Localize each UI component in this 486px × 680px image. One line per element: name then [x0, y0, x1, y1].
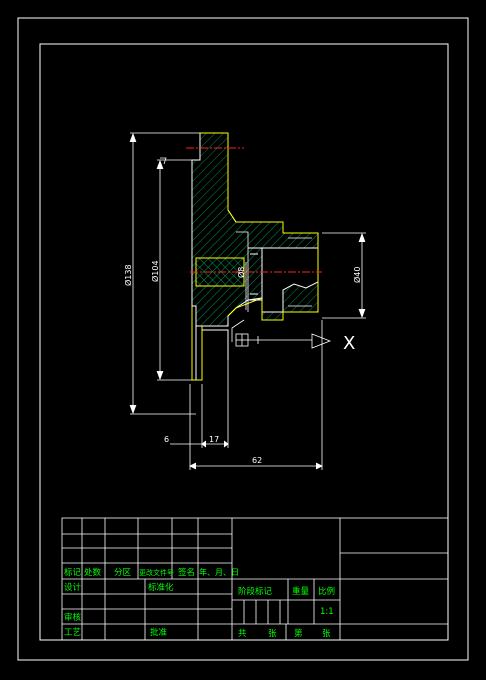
tb-weight: 重量	[292, 586, 310, 597]
tb-sheet-unit: 张	[268, 629, 277, 639]
outer-frame	[17, 17, 469, 661]
direction-indicator	[231, 319, 332, 349]
dim-width-a: 17	[209, 435, 219, 444]
title-block	[61, 517, 449, 641]
tb-header-count: 处数	[84, 567, 102, 578]
dim-small-diameter: Ø40	[352, 267, 362, 283]
tb-process: 工艺	[64, 628, 81, 638]
tb-review: 审核	[64, 612, 82, 623]
part-lower-face	[195, 326, 229, 380]
dim-inner-diameter: Ø104	[150, 260, 160, 282]
dim-hole: Ø8	[236, 267, 246, 278]
tb-page-unit: 张	[322, 629, 331, 639]
tb-standardize: 标准化	[148, 582, 174, 593]
inner-frame	[39, 43, 449, 641]
tb-header-mark: 标记	[64, 567, 82, 578]
tb-header-sign: 签名	[178, 567, 195, 578]
part-step-lines	[248, 247, 263, 301]
tb-page: 第	[294, 628, 303, 639]
tb-approve: 批准	[150, 627, 168, 638]
tb-total: 共	[238, 629, 247, 639]
section-marker: X	[343, 333, 355, 354]
dim-outer-diameter: Ø138	[123, 264, 133, 286]
dimensions	[129, 132, 366, 470]
tb-header-date: 年、月、日	[199, 567, 239, 577]
tb-scale-label: 比例	[318, 586, 335, 597]
tb-header-doc: 更改文件号	[139, 568, 174, 577]
tb-header-zone: 分区	[114, 568, 132, 578]
tb-scale-value: 1:1	[320, 607, 334, 617]
tb-design: 设计	[64, 582, 82, 593]
part-section	[186, 132, 322, 381]
part-body-hatch	[191, 132, 319, 327]
part-lower-hub	[191, 306, 203, 381]
tb-stage-mark: 阶段标记	[238, 586, 273, 597]
part-detail-lines	[236, 231, 312, 312]
dim-total-width: 62	[252, 456, 262, 465]
dim-offset: 6	[164, 435, 169, 444]
